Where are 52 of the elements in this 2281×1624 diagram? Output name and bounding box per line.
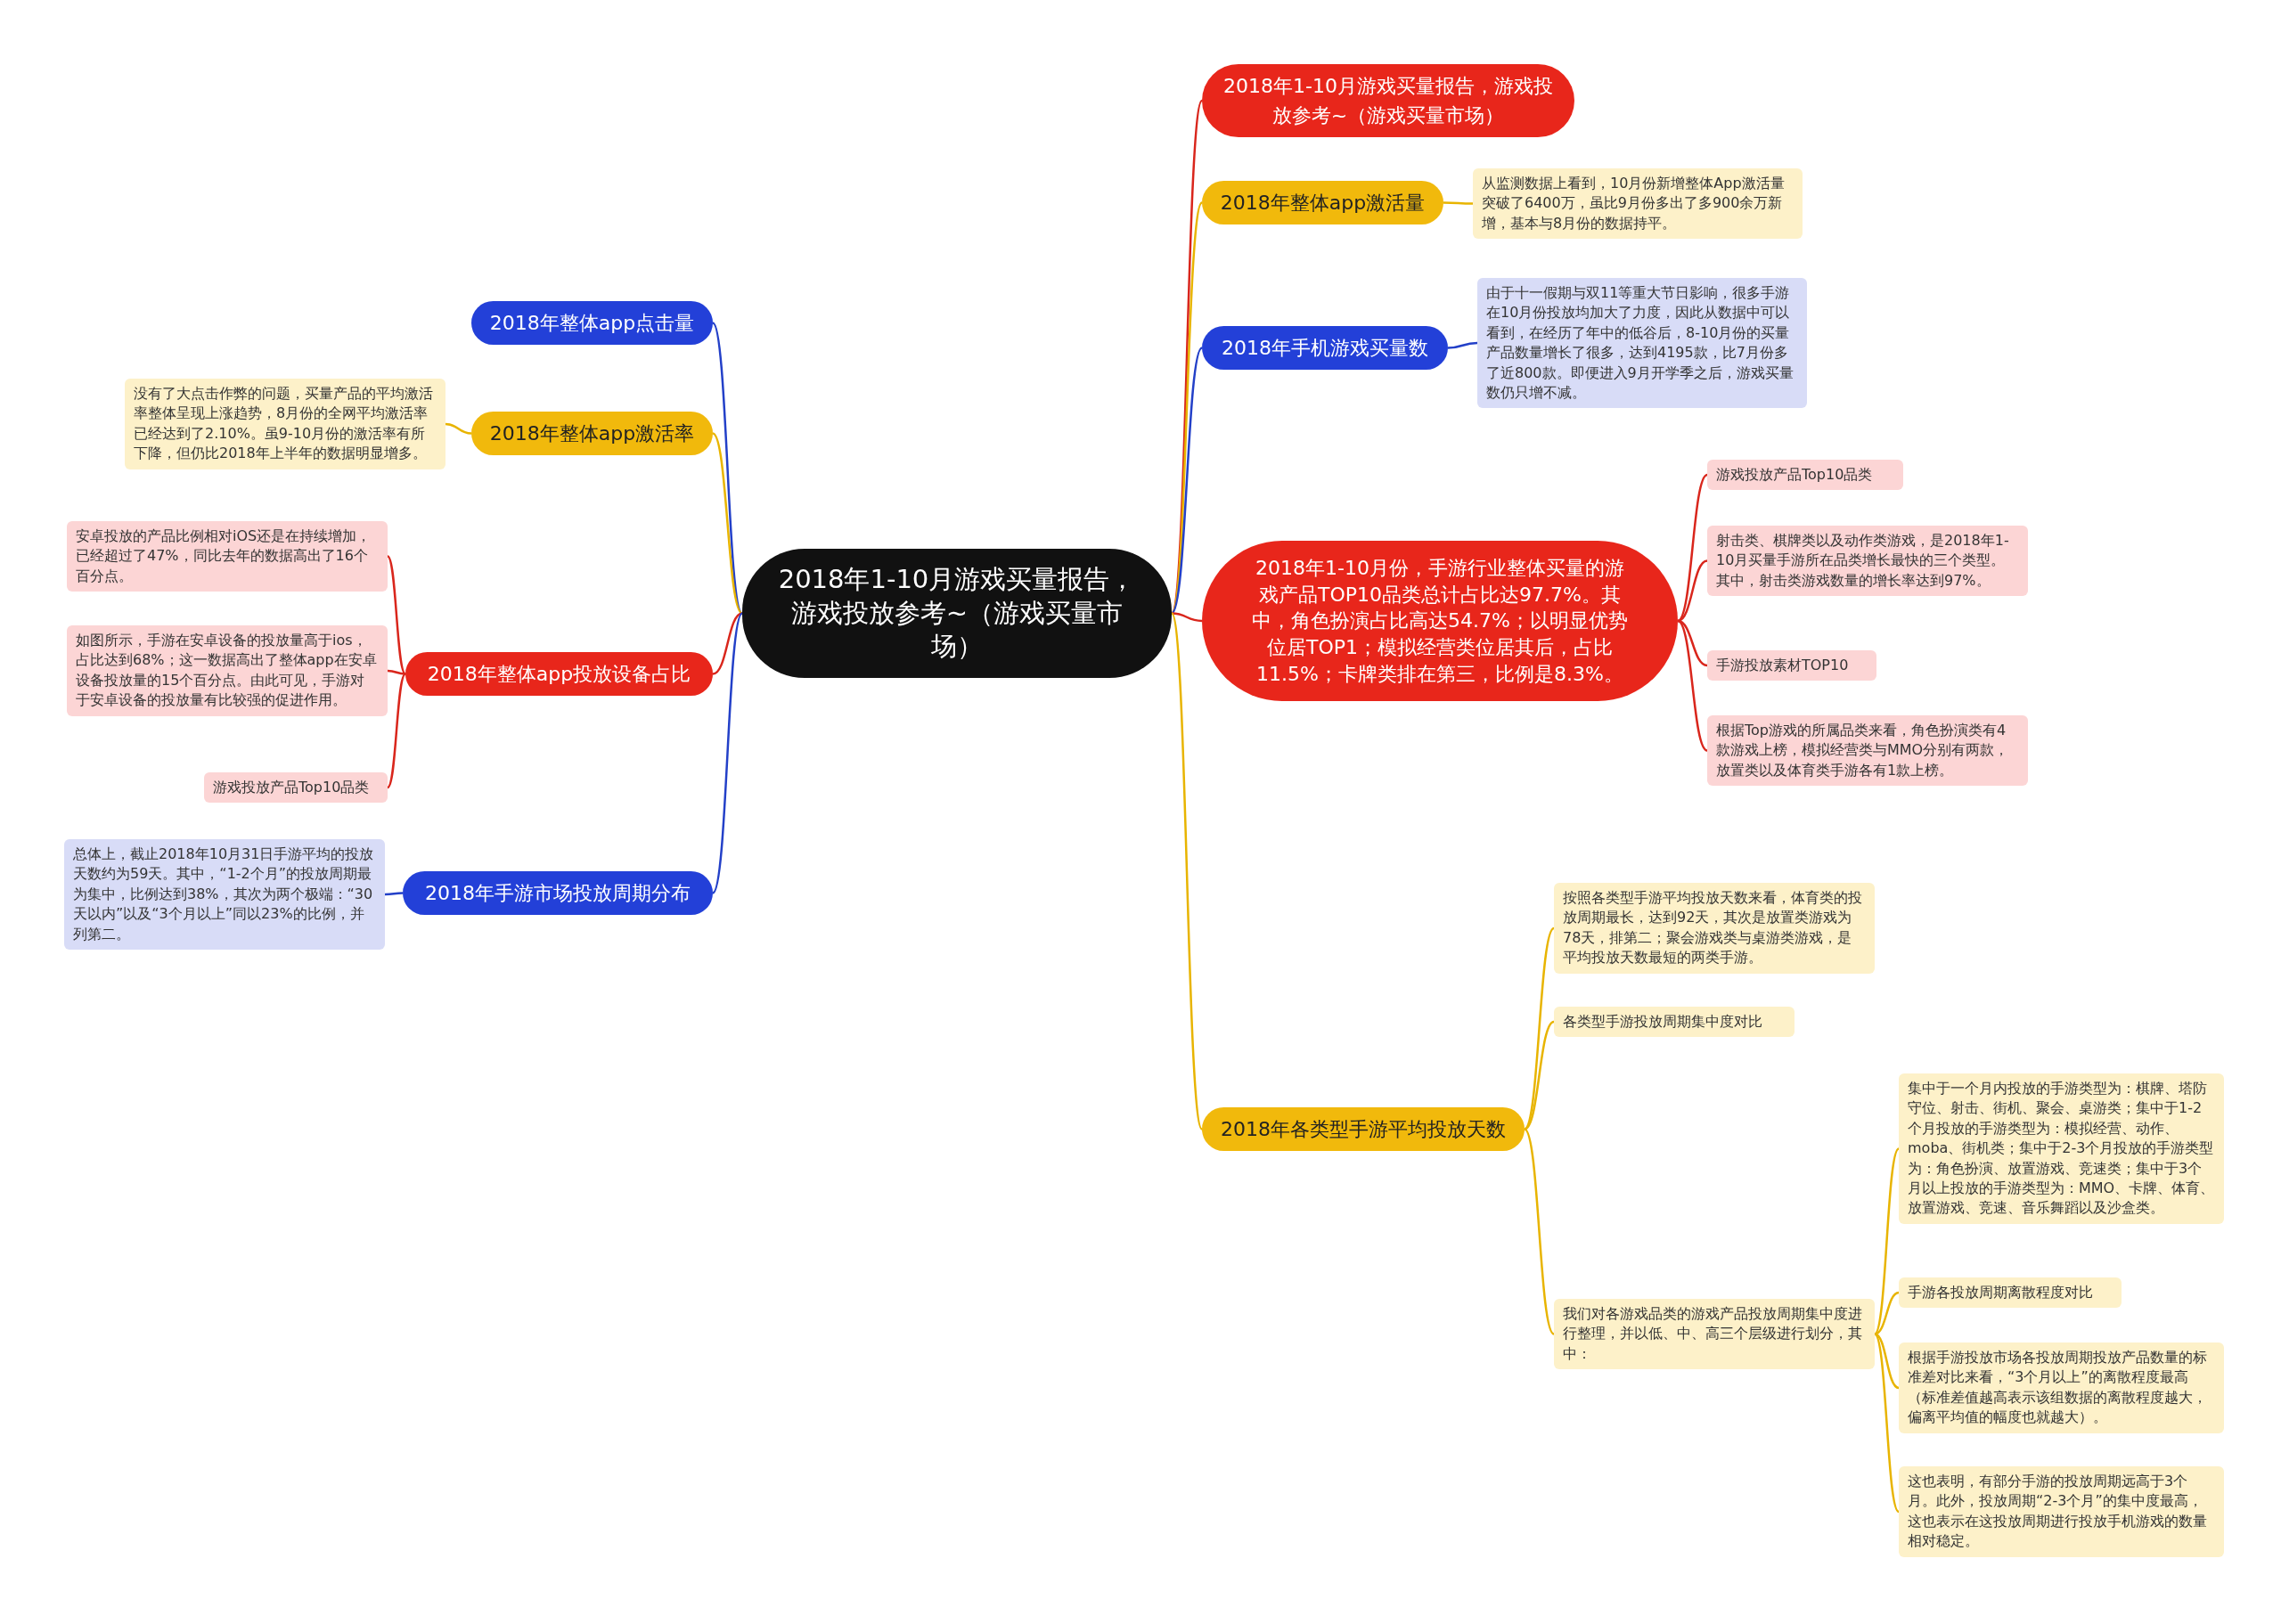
connector-line	[1524, 1128, 1555, 1335]
note-card: 如图所示，手游在安卓设备的投放量高于ios，占比达到68%；这一数据高出了整体app在安卓设备投放量的15个百分点。由此可见，手游对于安卓设备的投放量有比较强的促进作用。	[67, 625, 388, 716]
note-card: 总体上，截止2018年10月31日手游平均的投放天数约为59天。其中，“1-2个月”的投放周期最为集中，比例达到38%，其次为两个极端：“30天以内”以及“3个月以上”同以23%的比例，并列第二。	[64, 839, 385, 950]
connector-line	[445, 422, 472, 435]
topic-pill: 2018年手游市场投放周期分布	[403, 871, 713, 915]
topic-pill: 2018年各类型手游平均投放天数	[1202, 1107, 1525, 1151]
topic-pill: 2018年整体app激活量	[1202, 181, 1443, 224]
connector-line	[1171, 612, 1203, 623]
connector-line	[1170, 347, 1204, 615]
note-card: 游戏投放产品Top10品类	[1707, 460, 1903, 491]
connector-line	[1524, 927, 1555, 1130]
note-card: 没有了大点击作弊的问题，买量产品的平均激活率整体呈现上涨趋势，8月份的全网平均激活率已经达到了2.10%。虽9-10月份的激活率有所下降，但仍比2018年上半年的数据明显增多。	[125, 379, 446, 469]
note-card: 安卓投放的产品比例相对iOS还是在持续增加，已经超过了47%，同比去年的数据高出了16个百分点。	[67, 521, 388, 592]
connector-line	[1170, 613, 1204, 1130]
note-card: 游戏投放产品Top10品类	[204, 772, 388, 804]
connector-line	[1874, 1333, 1900, 1513]
note-card: 我们对各游戏品类的游戏产品投放周期集中度进行整理，并以低、中、高三个层级进行划分，其中：	[1554, 1299, 1875, 1370]
topic-pill: 2018年整体app激活率	[471, 412, 713, 455]
topic-pill: 2018年整体app投放设备占比	[405, 652, 713, 696]
connector-line	[1874, 1333, 1900, 1390]
connector-line	[1524, 1020, 1555, 1130]
note-card: 手游各投放周期离散程度对比	[1899, 1277, 2122, 1309]
note-card: 手游投放素材TOP10	[1707, 650, 1876, 681]
connector-line	[1443, 201, 1473, 205]
note-card: 从监测数据上看到，10月份新增整体App激活量突破了6400万，虽比9月份多出了多900余万新增，基本与8月份的数据持平。	[1473, 168, 1803, 240]
connector-line	[1447, 341, 1478, 349]
note-card: 按照各类型手游平均投放天数来看，体育类的投放周期最长，达到92天，其次是放置类游戏为78天，排第二；聚会游戏类与桌游类游戏，是平均投放天数最短的两类手游。	[1554, 883, 1875, 974]
connector-line	[712, 612, 743, 675]
connector-line	[1677, 619, 1708, 667]
note-card: 集中于一个月内投放的手游类型为：棋牌、塔防守位、射击、街机、聚会、桌游类；集中于1-2个月投放的手游类型为：模拟经营、动作、moba、街机类；集中于2-3个月投放的手游类型为：角色扮演、放置游戏、竞速类；集中于3个月以上投放的手游类型为：MMO、卡牌、体育、放置游戏、竞速、音乐舞蹈以及沙盒类。	[1899, 1073, 2224, 1224]
connector-line	[1874, 1291, 1900, 1335]
note-card: 射击类、棋牌类以及动作类游戏，是2018年1-10月买量手游所在品类增长最快的三个类型。其中，射击类游戏数量的增长率达到97%。	[1707, 526, 2028, 597]
connector-line	[384, 892, 404, 896]
connector-line	[387, 669, 406, 675]
topic-pill: 2018年1-10月份，手游行业整体买量的游戏产品TOP10品类总计占比达97.7%。其中，角色扮演占比高达54.7%；以明显优势位居TOP1；模拟经营类位居其后，占比11.5%；卡牌类排在第三，比例是8.3%。	[1202, 541, 1678, 702]
note-card: 这也表明，有部分手游的投放周期远高于3个月。此外，投放周期“2-3个月”的集中度最高，这也表示在这投放周期进行投放手机游戏的数量相对稳定。	[1899, 1466, 2224, 1557]
connector-line	[712, 432, 743, 615]
connector-line	[387, 555, 406, 675]
connector-line	[1874, 1147, 1900, 1335]
connector-line	[387, 673, 406, 788]
connector-line	[1677, 474, 1708, 622]
connector-line	[1677, 620, 1708, 752]
note-card: 各类型手游投放周期集中度对比	[1554, 1007, 1795, 1038]
note-card: 根据手游投放市场各投放周期投放产品数量的标准差对比来看，“3个月以上”的离散程度最高（标准差值越高表示该组数据的离散程度越大，偏离平均值的幅度也就越大）。	[1899, 1342, 2224, 1433]
topic-pill: 2018年手机游戏买量数	[1202, 326, 1448, 370]
central-topic: 2018年1-10月游戏买量报告，游戏投放参考~（游戏买量市场）	[742, 549, 1172, 679]
topic-pill: 2018年整体app点击量	[471, 301, 713, 345]
topic-pill: 2018年1-10月游戏买量报告，游戏投放参考~（游戏买量市场）	[1202, 64, 1574, 137]
note-card: 由于十一假期与双11等重大节日影响，很多手游在10月份投放均加大了力度，因此从数据中可以看到，在经历了年中的低谷后，8-10月份的买量产品数量增长了很多，达到4195款，比7月份多了近800款。即便进入9月开学季之后，游戏买量数仍只增不减。	[1477, 278, 1807, 409]
connector-line	[1170, 202, 1204, 614]
note-card: 根据Top游戏的所属品类来看，角色扮演类有4款游戏上榜，模拟经营类与MMO分别有两款，放置类以及体育类手游各有1款上榜。	[1707, 715, 2028, 787]
connector-line	[1677, 559, 1708, 623]
